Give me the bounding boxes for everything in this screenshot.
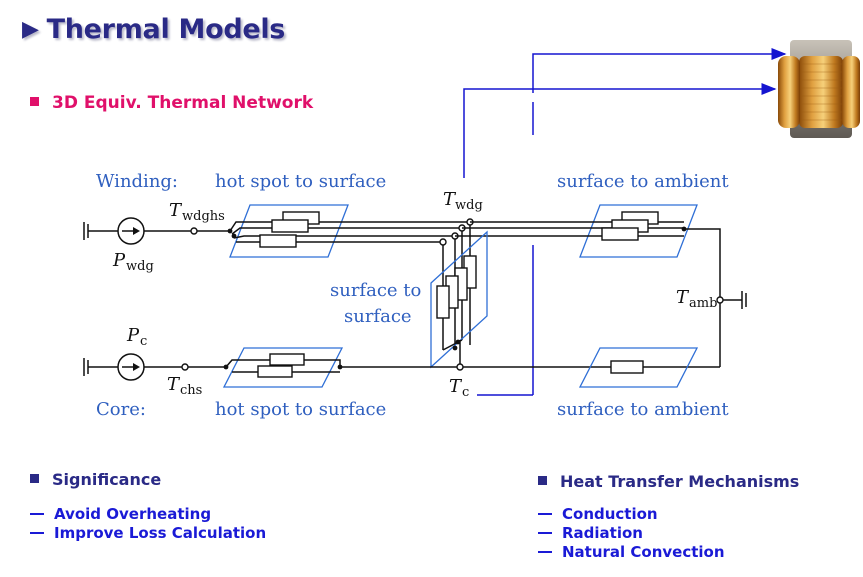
subtitle-text: 3D Equiv. Thermal Network xyxy=(52,93,314,113)
list-item: Radiation xyxy=(538,524,725,543)
bullet-square-icon xyxy=(538,476,547,485)
label-winding: Winding: xyxy=(96,171,178,192)
ambient-ground xyxy=(716,291,747,309)
mechanisms-heading: Heat Transfer Mechanisms xyxy=(538,472,799,491)
label-surf-surf-1: surface to xyxy=(330,280,421,301)
label-surf-amb-top: surface to ambient xyxy=(557,171,729,192)
significance-heading-text: Significance xyxy=(52,470,162,489)
section-subtitle: 3D Equiv. Thermal Network xyxy=(30,93,313,113)
winding-amb-resistors xyxy=(455,211,721,367)
svg-text:T: T xyxy=(449,376,463,397)
label-hs-surface-bottom: hot spot to surface xyxy=(215,399,386,420)
transformer-image xyxy=(778,40,860,138)
slide-title-text: Thermal Models xyxy=(46,14,286,45)
svg-text:wdg: wdg xyxy=(126,259,154,274)
svg-text:wdghs: wdghs xyxy=(182,209,225,224)
svg-text:c: c xyxy=(140,334,147,349)
surf-surf-resistors xyxy=(436,255,477,364)
svg-text:T: T xyxy=(676,287,690,308)
svg-text:P: P xyxy=(126,325,140,346)
svg-text:T: T xyxy=(167,374,181,395)
bullet-square-icon xyxy=(30,474,39,483)
label-surf-surf-2: surface xyxy=(344,306,412,327)
svg-text:amb: amb xyxy=(689,296,717,311)
winding-source xyxy=(83,217,230,245)
core-amb-resistor xyxy=(610,360,644,374)
core-source xyxy=(83,353,226,381)
mechanisms-list: Conduction Radiation Natural Convection xyxy=(538,505,725,562)
svg-text:c: c xyxy=(462,385,469,400)
list-item: Improve Loss Calculation xyxy=(30,524,266,543)
svg-text:chs: chs xyxy=(180,383,202,398)
plane-winding-amb xyxy=(579,204,698,258)
plane-winding-hs xyxy=(229,204,349,258)
list-item: Avoid Overheating xyxy=(30,505,266,524)
arrow-wdg-to-image xyxy=(463,83,777,178)
play-triangle-icon: ▶ xyxy=(22,17,39,42)
plane-core-amb xyxy=(578,347,699,388)
svg-text:T: T xyxy=(169,200,183,221)
significance-heading: Significance xyxy=(30,470,161,489)
slide-title: ▶ Thermal Models xyxy=(22,14,285,45)
label-surf-amb-bottom: surface to ambient xyxy=(557,399,729,420)
core-hs-resistors xyxy=(223,353,720,378)
arrow-core-to-image xyxy=(532,48,787,82)
significance-list: Avoid Overheating Improve Loss Calculati… xyxy=(30,505,266,543)
mechanisms-heading-text: Heat Transfer Mechanisms xyxy=(560,472,800,491)
label-core: Core: xyxy=(96,399,146,420)
plane-core-hs xyxy=(222,347,344,388)
svg-text:P: P xyxy=(112,250,126,271)
list-item: Conduction xyxy=(538,505,725,524)
bullet-square-icon xyxy=(30,97,39,106)
svg-text:T: T xyxy=(443,189,457,210)
label-hs-surface-top: hot spot to surface xyxy=(215,171,386,192)
plane-surf-surf xyxy=(430,230,488,369)
svg-text:wdg: wdg xyxy=(455,198,483,213)
list-item: Natural Convection xyxy=(538,543,725,562)
